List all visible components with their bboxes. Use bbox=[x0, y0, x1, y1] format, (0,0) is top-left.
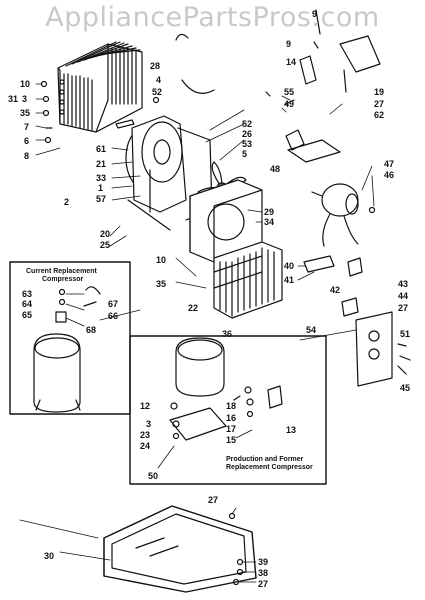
part-label-35-top: 35 bbox=[20, 108, 31, 118]
part-label-9-lower: 9 bbox=[286, 39, 292, 49]
part-label-52-right: 52 bbox=[242, 119, 253, 129]
part-label-21: 21 bbox=[96, 159, 107, 169]
watermark: AppliancePartsPros.com bbox=[45, 2, 380, 33]
former-compressor bbox=[169, 337, 283, 441]
part-label-33: 33 bbox=[96, 173, 107, 183]
part-label-65: 65 bbox=[22, 310, 33, 320]
part-label-40: 40 bbox=[284, 261, 295, 271]
part-label-19: 19 bbox=[374, 87, 385, 97]
part-label-10-top: 10 bbox=[20, 79, 31, 89]
condenser-coil bbox=[57, 41, 143, 133]
part-label-38: 38 bbox=[258, 568, 269, 578]
part-label-47: 47 bbox=[384, 159, 395, 169]
part-label-41: 41 bbox=[284, 275, 295, 285]
part-label-63: 63 bbox=[22, 289, 33, 299]
part-label-44: 44 bbox=[398, 291, 409, 301]
current-compressor-caption-line1: Current Replacement bbox=[26, 268, 97, 275]
part-label-2: 2 bbox=[64, 197, 70, 207]
leader-lines bbox=[19, 83, 375, 583]
part-label-3: 3 bbox=[22, 94, 28, 104]
control-panel bbox=[355, 311, 411, 387]
part-label-48: 48 bbox=[270, 164, 281, 174]
part-label-54: 54 bbox=[306, 325, 317, 335]
former-compressor-caption-line1: Production and Former bbox=[226, 456, 304, 463]
part-label-57: 57 bbox=[96, 194, 107, 204]
part-label-68: 68 bbox=[86, 325, 97, 335]
part-label-29: 29 bbox=[264, 207, 275, 217]
part-label-8: 8 bbox=[24, 151, 30, 161]
part-label-50: 50 bbox=[148, 471, 159, 481]
part-label-34: 34 bbox=[264, 217, 275, 227]
part-label-39: 39 bbox=[258, 557, 269, 567]
part-label-9: 9 bbox=[312, 9, 318, 19]
part-label-45: 45 bbox=[400, 383, 411, 393]
evaporator-coil bbox=[213, 241, 283, 319]
part-label-13: 13 bbox=[286, 425, 297, 435]
former-compressor-box bbox=[129, 335, 327, 485]
part-label-61: 61 bbox=[96, 144, 107, 154]
part-label-17: 17 bbox=[226, 424, 237, 434]
part-label-28: 28 bbox=[150, 61, 161, 71]
part-label-3-lower: 3 bbox=[146, 419, 152, 429]
part-label-35-mid: 35 bbox=[156, 279, 167, 289]
part-label-23: 23 bbox=[140, 430, 151, 440]
part-label-4: 4 bbox=[156, 75, 162, 85]
part-label-31: 31 bbox=[8, 94, 19, 104]
part-label-16: 16 bbox=[226, 413, 237, 423]
part-label-12: 12 bbox=[140, 401, 151, 411]
part-label-1: 1 bbox=[98, 183, 104, 193]
part-label-27-base-top: 27 bbox=[208, 495, 219, 505]
part-label-30: 30 bbox=[44, 551, 55, 561]
part-label-24: 24 bbox=[140, 441, 151, 451]
part-label-20: 20 bbox=[100, 229, 111, 239]
part-label-15: 15 bbox=[226, 435, 237, 445]
fan-motor bbox=[311, 183, 376, 247]
part-label-18: 18 bbox=[226, 401, 237, 411]
part-label-5: 5 bbox=[242, 149, 248, 159]
base-pan bbox=[103, 505, 257, 593]
current-compressor bbox=[33, 286, 101, 413]
part-label-55: 55 bbox=[284, 87, 295, 97]
part-label-53: 53 bbox=[242, 139, 253, 149]
part-label-27-right: 27 bbox=[398, 303, 409, 313]
part-label-67: 67 bbox=[108, 299, 119, 309]
current-compressor-caption-line2: Compressor bbox=[42, 276, 84, 283]
part-label-66: 66 bbox=[108, 311, 119, 321]
part-label-36: 36 bbox=[222, 329, 233, 339]
former-compressor-caption-line2: Replacement Compressor bbox=[226, 464, 313, 471]
part-label-27-base-bottom: 27 bbox=[258, 579, 269, 589]
part-label-51: 51 bbox=[400, 329, 411, 339]
part-label-49: 49 bbox=[284, 99, 295, 109]
part-label-27-top: 27 bbox=[374, 99, 385, 109]
part-label-22: 22 bbox=[188, 303, 199, 313]
part-label-6: 6 bbox=[24, 136, 30, 146]
part-label-62: 62 bbox=[374, 110, 385, 120]
part-label-7: 7 bbox=[24, 122, 30, 132]
part-label-64: 64 bbox=[22, 299, 33, 309]
part-label-42: 42 bbox=[330, 285, 341, 295]
part-label-26: 26 bbox=[242, 129, 253, 139]
part-label-25: 25 bbox=[100, 240, 111, 250]
part-label-46: 46 bbox=[384, 170, 395, 180]
part-label-52-left: 52 bbox=[152, 87, 163, 97]
part-label-43: 43 bbox=[398, 279, 409, 289]
part-label-14: 14 bbox=[286, 57, 297, 67]
part-label-10-mid: 10 bbox=[156, 255, 167, 265]
